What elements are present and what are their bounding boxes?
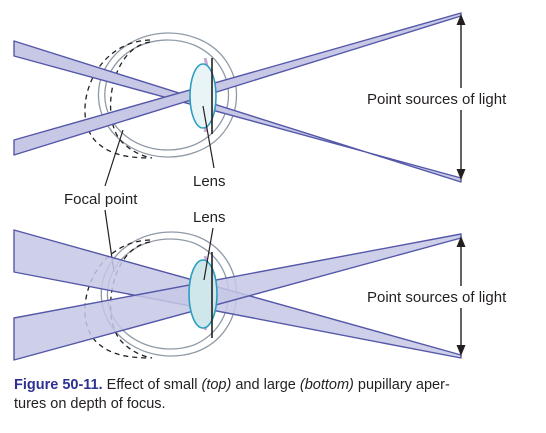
caption-text-3: pupillary aper- bbox=[353, 377, 450, 393]
top-focal-curve-inner bbox=[110, 41, 153, 159]
point-sources-label-bottom: Point sources of light bbox=[367, 289, 507, 306]
caption-text-1: Effect of small bbox=[102, 377, 202, 393]
caption-bottom: (bottom) bbox=[299, 377, 354, 393]
top-ray-bundle-1 bbox=[13, 40, 462, 183]
top-panel bbox=[13, 12, 466, 273]
point-sources-label-top: Point sources of light bbox=[367, 91, 507, 108]
figure-caption: Figure 50-11. Effect of small (top) and … bbox=[14, 376, 534, 414]
focal-point-label: Focal point bbox=[64, 191, 138, 208]
caption-line-2: tures on depth of focus. bbox=[14, 396, 166, 412]
bottom-panel bbox=[13, 227, 466, 361]
bottom-lens-leader bbox=[203, 227, 214, 281]
top-lens-leader bbox=[202, 105, 215, 169]
lens-label-top: Lens bbox=[193, 173, 226, 190]
top-focal-curve-outer bbox=[84, 39, 151, 159]
focal-point-leader-top bbox=[104, 129, 124, 187]
caption-text-2: and large bbox=[231, 377, 300, 393]
top-lens bbox=[189, 63, 217, 129]
bottom-lens bbox=[188, 259, 218, 329]
caption-top: (top) bbox=[201, 377, 232, 393]
lens-label-bottom: Lens bbox=[193, 209, 226, 226]
depth-of-focus-diagram: Point sources of light Point sources of … bbox=[13, 12, 508, 361]
figure-number: Figure 50-11. bbox=[14, 377, 103, 393]
top-ray-bundle-2 bbox=[13, 12, 462, 156]
